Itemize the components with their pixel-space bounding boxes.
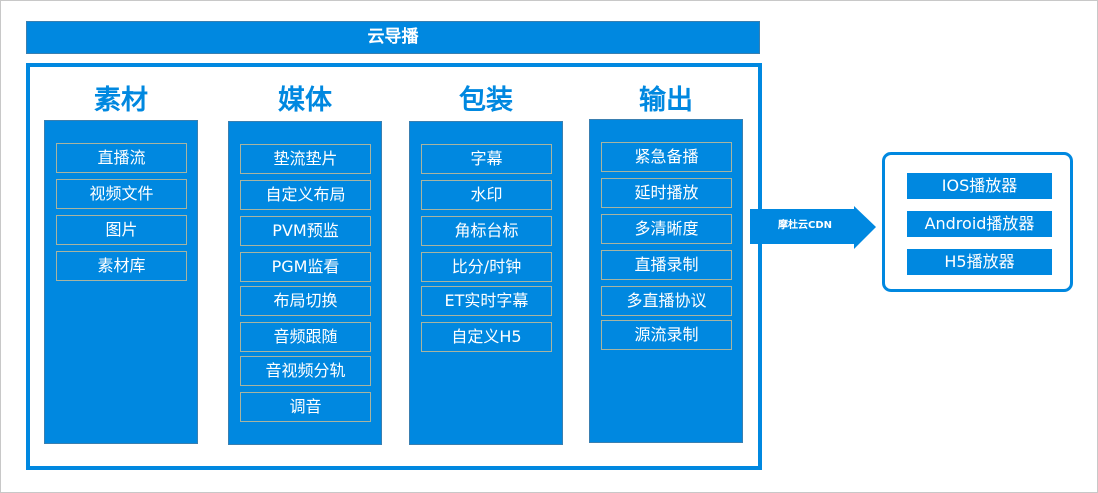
players-container [882, 152, 1073, 292]
column-output: 紧急备播延时播放多清晰度直播录制多直播协议源流录制 [589, 119, 743, 443]
feature-item: 比分/时钟 [421, 252, 552, 282]
feature-item: 紧急备播 [601, 142, 732, 172]
column-title-material: 素材 [94, 85, 148, 116]
column-media: 垫流垫片自定义布局 PVM预监 PGM监看布局切换音频跟随音视频分轨调音 [228, 121, 382, 445]
player-android: Android播放器 [907, 211, 1052, 237]
cloud-director-container [26, 63, 762, 470]
feature-item: PGM监看 [240, 252, 371, 282]
feature-item: 自定义布局 [240, 180, 371, 210]
feature-item: 直播流 [56, 143, 187, 173]
feature-item: PVM预监 [240, 216, 371, 246]
feature-item: 水印 [421, 180, 552, 210]
cdn-label: 摩杜云CDN [777, 220, 832, 231]
feature-item: 音频跟随 [240, 322, 371, 352]
arrow-icon [750, 206, 876, 249]
column-material: 直播流视频文件图片素材库 [44, 120, 198, 444]
feature-item: 布局切换 [240, 286, 371, 316]
column-title-packaging: 包装 [459, 85, 513, 116]
feature-item: 视频文件 [56, 179, 187, 209]
feature-item: 调音 [240, 392, 371, 422]
feature-item: 多直播协议 [601, 286, 732, 316]
feature-item: 直播录制 [601, 250, 732, 280]
player-ios: IOS播放器 [907, 173, 1052, 199]
column-title-media: 媒体 [278, 85, 332, 116]
feature-item: 素材库 [56, 251, 187, 281]
feature-item: 自定义H5 [421, 322, 552, 352]
feature-item: 音视频分轨 [240, 356, 371, 386]
player-h5: H5播放器 [907, 249, 1052, 275]
feature-item: 垫流垫片 [240, 144, 371, 174]
feature-item: 字幕 [421, 144, 552, 174]
feature-item: 多清晰度 [601, 214, 732, 244]
column-packaging: 字幕水印角标台标比分/时钟 ET实时字幕自定义H5 [409, 121, 563, 445]
feature-item: 延时播放 [601, 178, 732, 208]
feature-item: ET实时字幕 [421, 286, 552, 316]
column-title-output: 输出 [639, 85, 693, 116]
feature-item: 源流录制 [601, 320, 732, 350]
feature-item: 图片 [56, 215, 187, 245]
feature-item: 角标台标 [421, 216, 552, 246]
title-bar: 云导播 [26, 21, 760, 54]
